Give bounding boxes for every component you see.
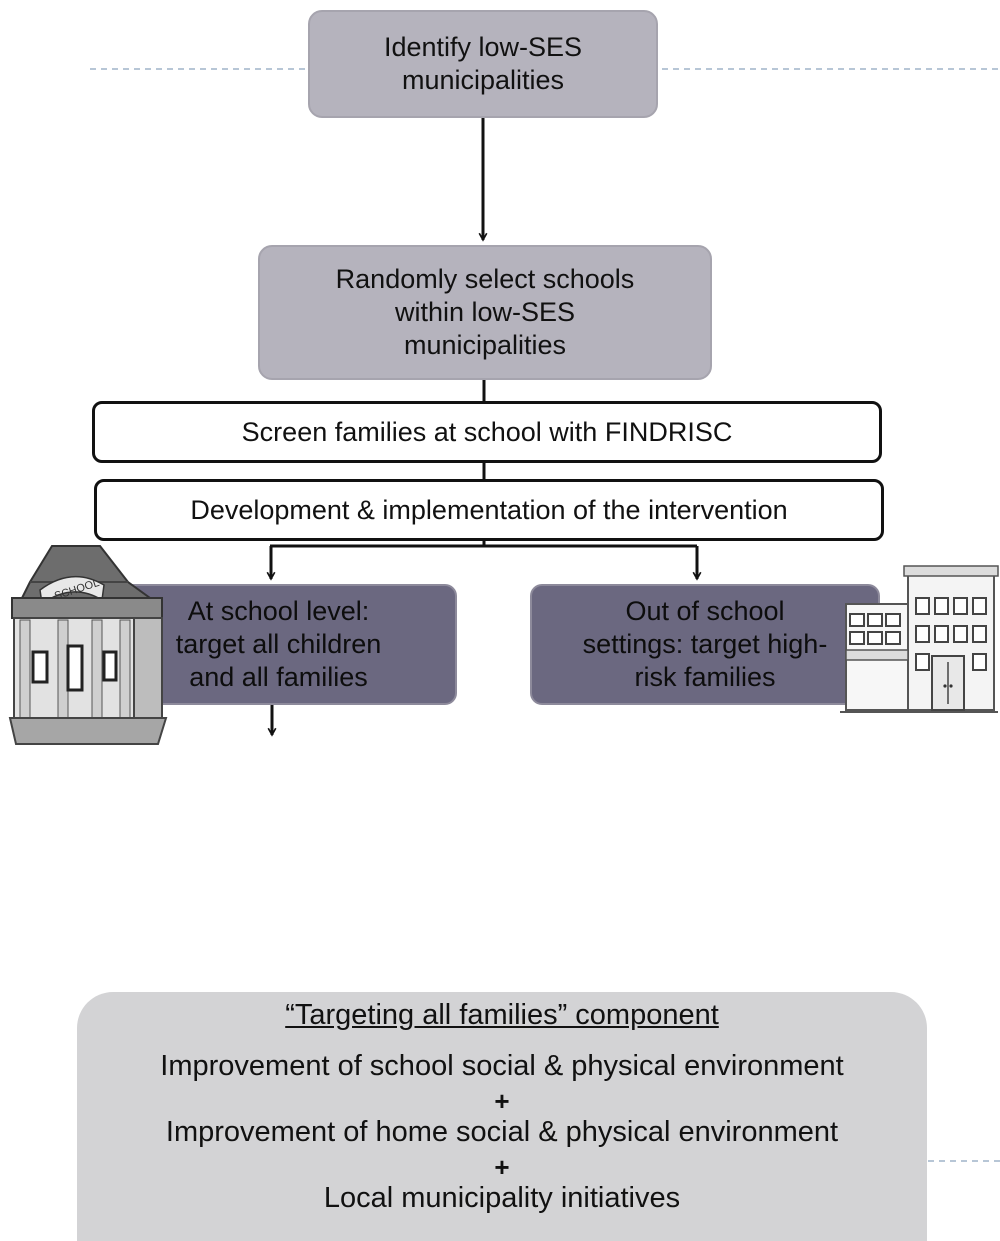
component-title: “Targeting all families” component	[285, 999, 719, 1031]
branch-out-of-school: Out of school settings: target high- ris…	[530, 584, 880, 705]
step-develop-label: Development & implementation of the inte…	[190, 494, 788, 525]
component-item-municipality-initiatives: Local municipality initiatives	[323, 1182, 681, 1215]
branch-out-line1: Out of school	[625, 596, 785, 627]
step-identify-line2: municipalities	[401, 65, 565, 95]
step-select-schools: Randomly select schools within low-SES m…	[258, 245, 712, 380]
component-plus-1: +	[494, 1085, 510, 1116]
branch-school-line1: At school level:	[187, 596, 370, 627]
step-select-line1: Randomly select schools	[335, 264, 635, 295]
component-plus-2: +	[494, 1151, 510, 1182]
branch-out-line3: risk families	[634, 661, 776, 692]
step-select-line2: within low-SES	[394, 297, 576, 328]
step-screen-families: Screen families at school with FINDRISC	[92, 401, 882, 463]
branch-out-line2: settings: target high-	[582, 629, 828, 660]
step-screen-label: Screen families at school with FINDRISC	[241, 416, 733, 447]
branch-school-line2: target all children	[175, 629, 382, 660]
step-select-line3: municipalities	[403, 329, 567, 360]
component-item-home-environment: Improvement of home social & physical en…	[165, 1116, 839, 1149]
targeting-all-families-component: “Targeting all families” component Impro…	[77, 992, 927, 1241]
branch-school-line3: and all families	[189, 661, 368, 692]
step-identify-municipalities: Identify low-SES municipalities	[308, 10, 658, 118]
component-item-school-environment: Improvement of school social & physical …	[160, 1050, 844, 1083]
step-development-implementation: Development & implementation of the inte…	[94, 479, 884, 541]
step-identify-line1: Identify low-SES	[383, 32, 583, 63]
